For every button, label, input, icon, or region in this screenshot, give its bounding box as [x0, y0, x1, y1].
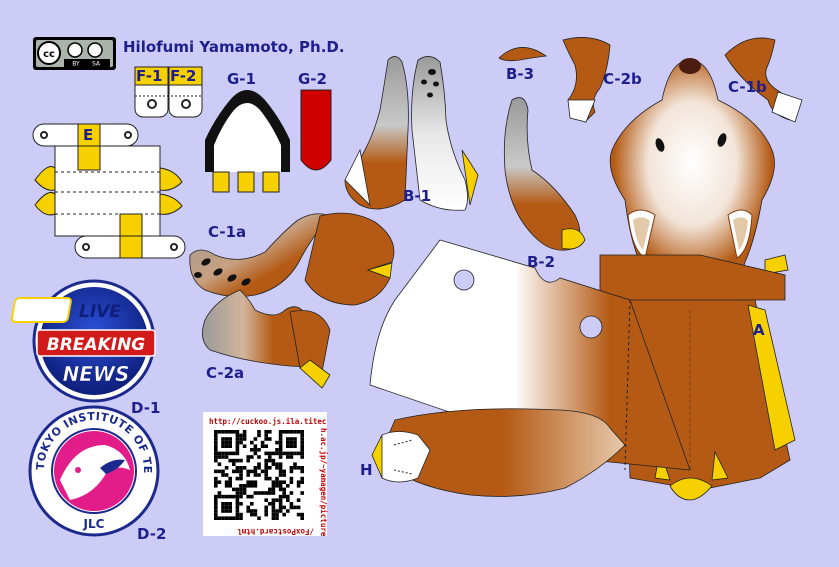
label-c1b: C-1b [728, 78, 767, 96]
label-e: E [83, 126, 93, 144]
label-h: H [360, 461, 373, 479]
sa-text: SA [92, 61, 101, 68]
label-d2: D-2 [137, 525, 166, 543]
part-c1b [724, 37, 803, 123]
sa-icon [87, 42, 103, 58]
breaking-text: BREAKING [47, 335, 146, 355]
news-text: NEWS [63, 362, 130, 386]
label-f1: F-1 [136, 67, 162, 85]
live-text: LIVE [79, 302, 121, 322]
part-b1 [344, 56, 479, 211]
by-text: BY [72, 61, 80, 68]
fish-icon [60, 445, 130, 500]
badge-tokyo-institute: TOKYO INSTITUTE OF TECHNOLOGY JLC [0, 0, 160, 537]
part-g2 [300, 89, 332, 171]
label-g1: G-1 [227, 70, 256, 88]
label-b2: B-2 [527, 253, 555, 271]
author-name: Hilofumi Yamamoto, Ph.D. [123, 38, 345, 56]
jlc-text: JLC [83, 517, 105, 531]
label-g2: G-2 [298, 70, 327, 88]
label-c1a: C-1a [208, 223, 246, 241]
label-f2: F-2 [170, 67, 196, 85]
label-b3: B-3 [506, 65, 534, 83]
label-b1: B-1 [403, 187, 431, 205]
qr-url-side: h.ac.jp/~yamagen/picture [319, 428, 328, 537]
label-c2a: C-2a [206, 364, 244, 382]
label-a: A [753, 321, 765, 339]
label-c2b: C-2b [603, 70, 642, 88]
cc-text: cc [43, 49, 55, 60]
qr-code [214, 430, 304, 520]
label-d1: D-1 [131, 399, 160, 417]
qr-url-bottom: /FoxPostcard.html [237, 527, 314, 536]
part-f [134, 66, 203, 118]
part-h-tail [371, 408, 626, 497]
part-c1a [189, 212, 395, 306]
badge-live-breaking-news: LIVE BREAKING NEWS [10, 279, 156, 403]
qr-code-block: http://cuckoo.js.ila.titec h.ac.jp/~yama… [203, 412, 328, 537]
qr-url-top: http://cuckoo.js.ila.titec [209, 417, 326, 426]
part-b3 [498, 47, 548, 62]
part-e [32, 123, 186, 259]
part-c2b [562, 37, 611, 123]
part-g1 [205, 90, 290, 193]
part-c2a [202, 289, 331, 389]
by-icon [67, 42, 83, 58]
cc-license-badge: cc BY SA [33, 37, 116, 70]
part-b2 [503, 97, 586, 251]
